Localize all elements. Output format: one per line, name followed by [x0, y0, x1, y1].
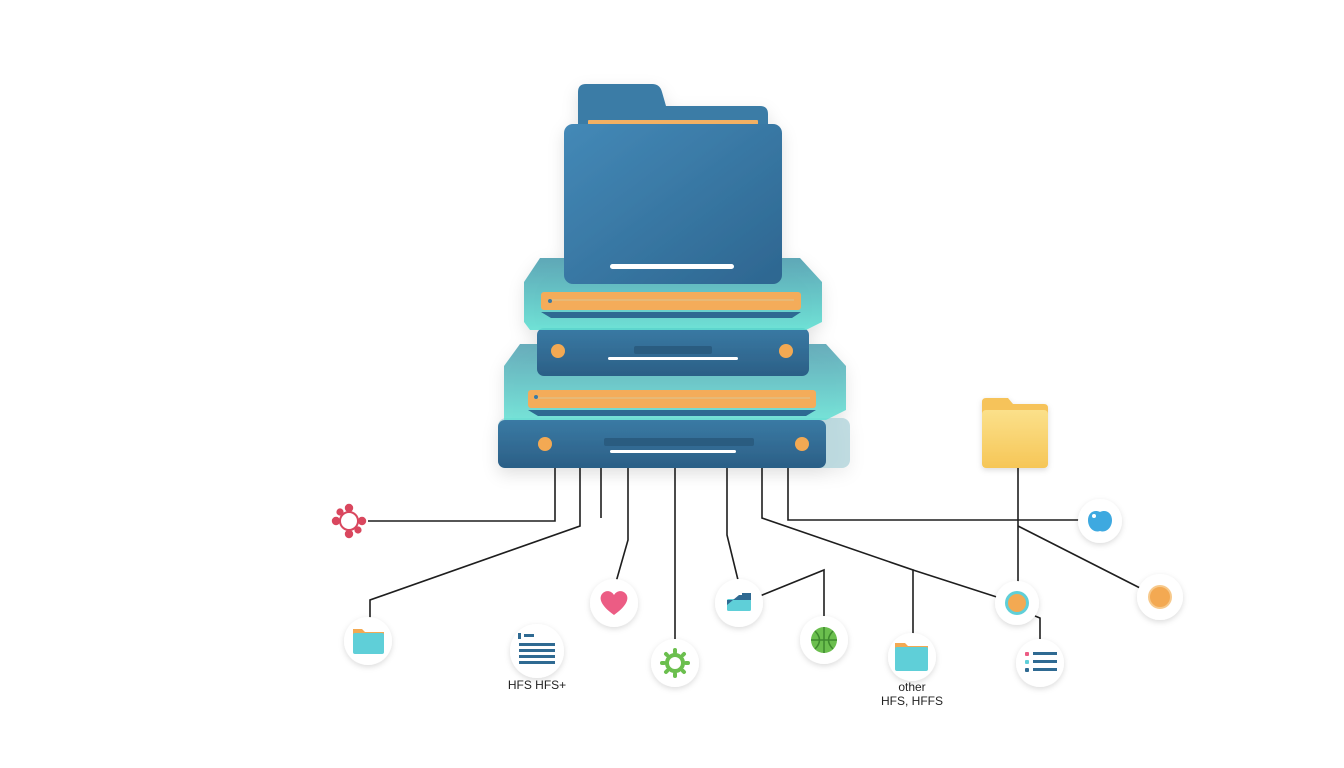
line-apple: [787, 466, 1084, 521]
drive-upper-tray-lip: [541, 312, 801, 318]
line-circle-right: [1017, 525, 1141, 589]
document-list-icon: [518, 633, 555, 664]
connector-lines: [368, 466, 1141, 640]
hfs-label: HFS HFS+: [507, 678, 567, 692]
circle-icon: [1005, 591, 1029, 615]
line-circle-mid: [912, 569, 1007, 601]
line-list: [726, 466, 739, 581]
gear-node[interactable]: [651, 639, 699, 687]
drive-lower-led-right: [795, 437, 809, 451]
heart-icon: [600, 591, 628, 615]
line-folder-left: [369, 466, 581, 618]
file-folder-label-bar: [610, 264, 734, 269]
drive-lower-tray-line: [534, 397, 810, 399]
drive-middle-bar: [608, 357, 738, 360]
globe-icon: [811, 627, 837, 653]
file-folder-icon-back: [578, 84, 768, 130]
drive-lower-slot: [604, 438, 754, 446]
drive-lower-bar: [610, 450, 736, 453]
drive-lower-tray-dot: [534, 395, 538, 399]
drive-middle-led-left: [551, 344, 565, 358]
apple-icon: [1088, 510, 1112, 532]
circle-icon: [1148, 585, 1172, 609]
drive-stack: [498, 84, 850, 468]
other-label-line1: other: [898, 680, 926, 694]
line-heart: [615, 466, 629, 583]
drive-middle-slot: [634, 346, 712, 354]
line-list-right: [1034, 615, 1041, 640]
folder-icon: [353, 629, 384, 654]
other-label-line2: HFS, HFFS: [881, 694, 943, 708]
file-folder-icon: [564, 124, 782, 284]
line-other: [761, 466, 914, 636]
network-nodes-icon: [331, 503, 367, 539]
drive-lower-led-left: [538, 437, 552, 451]
drive-lower-tray-lip: [528, 410, 816, 416]
line-globe: [749, 568, 825, 618]
drive-upper-tray-line: [548, 299, 794, 301]
folder-icon: [895, 643, 928, 671]
gear-icon: [660, 648, 690, 678]
yellow-folder-icon: [982, 398, 1048, 468]
drive-upper-tray-dot: [548, 299, 552, 303]
line-network: [368, 466, 556, 522]
list-icon: [1025, 652, 1057, 672]
list-icon: [727, 593, 751, 611]
drive-middle-led-right: [779, 344, 793, 358]
